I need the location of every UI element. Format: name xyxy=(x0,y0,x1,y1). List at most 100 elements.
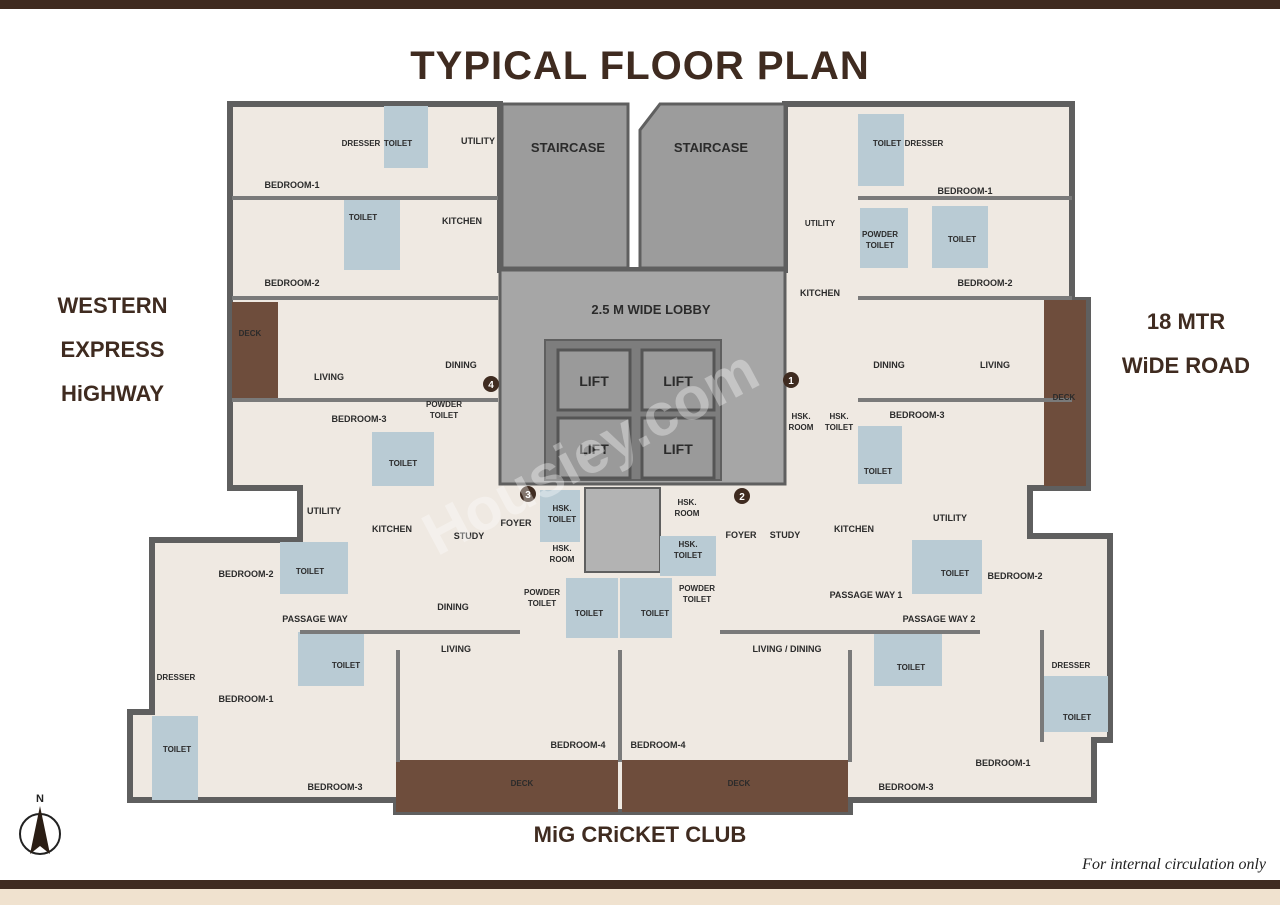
room-label-unit3: TOILET xyxy=(163,745,191,754)
page-title: TYPICAL FLOOR PLAN xyxy=(410,44,870,88)
toilet-area xyxy=(912,540,982,594)
staircase-right xyxy=(638,102,787,270)
toilet-area xyxy=(344,200,400,270)
toilet-area xyxy=(620,578,672,638)
room-label-unit4: KITCHEN xyxy=(442,216,482,226)
room-label-unit4: LIVING xyxy=(314,372,344,382)
room-label-unit3: BEDROOM-1 xyxy=(218,694,273,704)
deck-unit2 xyxy=(622,760,848,812)
room-label-unit2: LIVING / DINING xyxy=(752,644,821,654)
room-label-unit3: PASSAGE WAY xyxy=(282,614,348,624)
unit-marker-3 xyxy=(520,486,536,502)
room-label-unit2: TOILET xyxy=(641,609,669,618)
room-label-unit2: TOILET xyxy=(1063,713,1091,722)
north-arrow-icon: N xyxy=(19,793,61,855)
room-label-unit2: TOILET xyxy=(897,663,925,672)
staircase-left-label: STAIRCASE xyxy=(531,140,605,155)
staircase-left xyxy=(500,102,630,270)
room-label-unit2: TOILET xyxy=(941,569,969,578)
right-road-line-1: 18 MTR xyxy=(1146,309,1226,334)
room-label-unit2: DRESSER xyxy=(1052,661,1091,670)
unit-marker-1 xyxy=(783,372,799,388)
room-label-unit2: HSK.TOILET xyxy=(674,540,702,560)
room-label-unit2: PASSAGE WAY 1 xyxy=(830,590,903,600)
interior-wall xyxy=(858,296,1072,300)
left-road-label: WESTERN EXPRESS HiGHWAY xyxy=(40,284,185,416)
room-label-unit2: HSK.ROOM xyxy=(675,498,700,518)
interior-wall xyxy=(858,196,1072,200)
right-road-line-2: WiDE ROAD xyxy=(1121,353,1251,378)
room-label-unit3: TOILET xyxy=(575,609,603,618)
right-road-label: 18 MTR WiDE ROAD xyxy=(1106,300,1266,388)
room-label-unit3: DINING xyxy=(437,602,469,612)
room-label-unit3: DECK xyxy=(511,779,534,788)
toilet-area xyxy=(660,536,716,576)
unit-marker-label: 1 xyxy=(788,376,794,387)
room-label-unit1: UTILITY xyxy=(805,219,836,228)
lift-1 xyxy=(556,348,632,412)
room-label-unit3: STUDY xyxy=(454,531,485,541)
room-label-unit1: HSK.TOILET xyxy=(825,412,853,432)
plan-shapes xyxy=(127,101,1113,815)
deck-unit1 xyxy=(1044,300,1086,486)
interior-wall xyxy=(232,296,498,300)
room-label-unit4: BEDROOM-1 xyxy=(264,180,319,190)
unit-marker-label: 2 xyxy=(739,492,745,503)
room-label-unit1: BEDROOM-3 xyxy=(889,410,944,420)
interior-wall xyxy=(232,398,498,402)
room-label-unit3: FOYER xyxy=(500,518,532,528)
room-label-unit3: KITCHEN xyxy=(372,524,412,534)
room-label-unit3: HSK.ROOM xyxy=(550,544,575,564)
room-label-unit1: DRESSER xyxy=(905,139,944,148)
interior-wall xyxy=(848,650,852,762)
left-road-line-2: EXPRESS xyxy=(60,337,165,362)
north-label: N xyxy=(36,793,44,805)
room-label-unit2: BEDROOM-1 xyxy=(975,758,1030,768)
top-border xyxy=(0,0,1280,9)
room-label-unit4: DINING xyxy=(445,360,477,370)
room-label-unit3: HSK.TOILET xyxy=(548,504,576,524)
toilet-area xyxy=(566,578,618,638)
interior-wall xyxy=(300,630,520,634)
toilet-area xyxy=(384,106,428,168)
room-label-unit4: BEDROOM-3 xyxy=(331,414,386,424)
interior-wall xyxy=(858,398,1072,402)
toilet-area xyxy=(372,432,434,486)
room-label-unit1: BEDROOM-1 xyxy=(937,186,992,196)
room-label-unit1: KITCHEN xyxy=(800,288,840,298)
bottom-label: MiG CRiCKET CLUB xyxy=(533,822,747,847)
room-label-unit2: FOYER xyxy=(725,530,757,540)
room-label-unit2: STUDY xyxy=(770,530,801,540)
room-label-unit2: UTILITY xyxy=(933,513,967,523)
left-road-line-1: WESTERN xyxy=(57,293,168,318)
room-label-unit3: TOILET xyxy=(332,661,360,670)
lift-label: LIFT xyxy=(663,441,693,457)
room-label-unit3: TOILET xyxy=(296,567,324,576)
footnote: For internal circulation only xyxy=(1082,856,1266,873)
interior-wall xyxy=(396,650,400,762)
lift-label: LIFT xyxy=(579,373,609,389)
unit-marker-label: 4 xyxy=(488,380,494,391)
interior-wall xyxy=(720,630,980,634)
interior-wall xyxy=(232,196,498,200)
room-label-unit2: BEDROOM-4 xyxy=(630,740,685,750)
deck-unit4 xyxy=(232,302,278,398)
room-label-unit1: TOILET xyxy=(873,139,901,148)
toilet-area xyxy=(540,490,580,542)
utility-top-label: UTILITY xyxy=(461,136,495,146)
room-label-unit3: LIVING xyxy=(441,644,471,654)
unit-marker-2 xyxy=(734,488,750,504)
toilet-area xyxy=(1042,676,1108,732)
room-label-unit3: BEDROOM-3 xyxy=(307,782,362,792)
room-label-unit1: DECK xyxy=(1053,393,1076,402)
toilet-area xyxy=(858,114,904,186)
room-label-unit4: BEDROOM-2 xyxy=(264,278,319,288)
room-label-unit3: UTILITY xyxy=(307,506,341,516)
bottom-band xyxy=(0,889,1280,905)
left-road-line-3: HiGHWAY xyxy=(60,381,165,406)
room-label-unit2: KITCHEN xyxy=(834,524,874,534)
